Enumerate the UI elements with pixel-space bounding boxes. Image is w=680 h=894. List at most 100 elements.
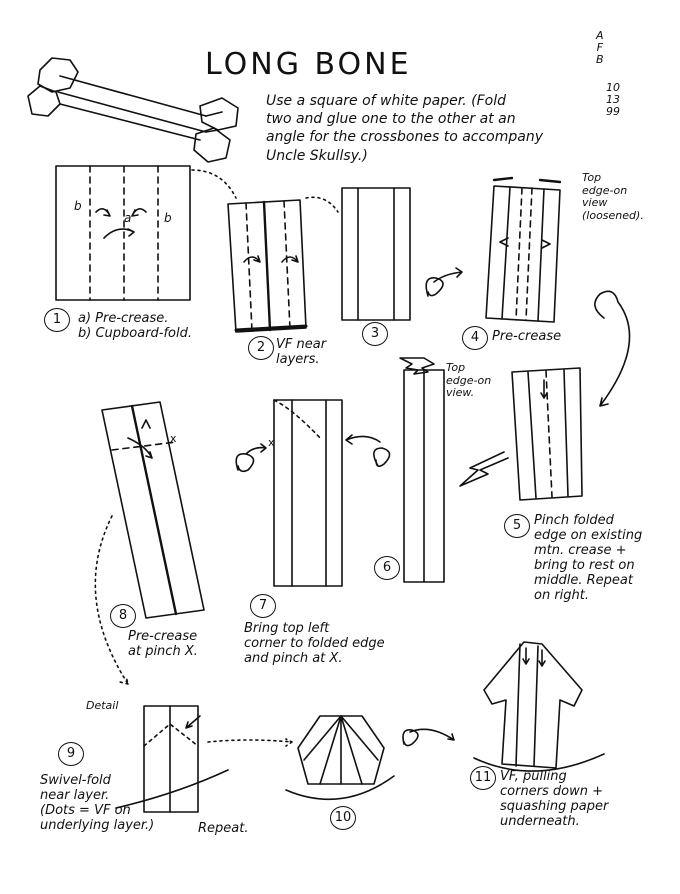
bone-shaft — [57, 75, 207, 141]
step-7-outline — [273, 399, 343, 587]
step-11-arrows — [522, 647, 546, 667]
step-9-outline — [143, 705, 199, 813]
step-4-folds — [501, 186, 545, 322]
intro-text: Use a square of white paper. (Fold two a… — [266, 93, 544, 164]
step-5-crease — [545, 370, 553, 498]
step-6-figure — [399, 357, 445, 583]
note-detail: Detail — [86, 699, 119, 712]
step-7-folds — [291, 399, 327, 587]
step-2-number: 2 — [248, 336, 274, 360]
step-8-arrows — [127, 419, 153, 459]
signature-date: 10 13 99 — [606, 81, 620, 119]
step-1-arrow-right — [131, 208, 147, 217]
step-9-arrow — [185, 715, 201, 729]
step-1-square — [55, 165, 191, 301]
label-x-step-7: x — [268, 436, 275, 449]
step-7-figure — [273, 399, 343, 587]
step-1-caption: a) Pre-crease. b) Cupboard-fold. — [78, 311, 193, 341]
step-10-number: 10 — [330, 806, 356, 830]
step-4-caption: Pre-crease — [492, 329, 562, 344]
note-top-edge-view: Top edge-on view. — [446, 361, 492, 400]
step-1-number: 1 — [44, 308, 70, 332]
turn-over-arrow-7 — [235, 443, 267, 473]
finished-bone-figure — [27, 57, 239, 163]
step-7-number: 7 — [250, 594, 276, 618]
step-9-figure — [115, 705, 229, 813]
step-11-outline — [483, 641, 583, 769]
step-4-figure — [485, 176, 562, 323]
step-8-figure — [101, 401, 205, 619]
step-11-curve — [473, 753, 605, 772]
step-5-number: 5 — [504, 514, 530, 538]
bone-end-right-top — [199, 97, 239, 131]
dotted-arrow-2-3 — [305, 196, 339, 213]
step-5-folds — [527, 369, 569, 499]
dotted-arrow-9-10 — [207, 738, 293, 747]
step-10-curve — [285, 775, 395, 801]
curved-arrow-4-5 — [594, 290, 631, 407]
step-8-number: 8 — [110, 604, 136, 628]
step-7-arrow — [273, 399, 323, 441]
dotted-arrow-8-9 — [94, 515, 129, 685]
step-8-outline — [101, 401, 205, 619]
step-11-figure — [473, 641, 605, 772]
step-1-figure — [55, 165, 191, 301]
step-2-arrow-left — [243, 255, 261, 263]
step-10-figure — [285, 715, 395, 801]
step-4-outline — [485, 185, 561, 323]
label-b-left: b — [74, 199, 82, 213]
note-repeat: Repeat. — [198, 821, 249, 836]
step-11-caption: VF, pulling corners down + squashing pap… — [500, 769, 609, 829]
step-8-caption: Pre-crease at pinch X. — [128, 629, 198, 659]
step-2-caption: VF near layers. — [276, 337, 327, 367]
step-5-outline — [511, 367, 583, 501]
bone-end-right-bottom — [193, 127, 231, 163]
step-10-pleats — [303, 715, 379, 785]
step-4-arrows — [499, 237, 551, 249]
step-3-number: 3 — [362, 322, 388, 346]
step-1-arrow-a — [103, 228, 135, 239]
turn-over-arrow-6 — [345, 434, 391, 468]
step-10-outline — [297, 715, 385, 785]
arrow-5-6 — [459, 451, 509, 487]
step-9-caption: Swivel-fold near layer. (Dots = VF on un… — [40, 773, 155, 833]
step-6-number: 6 — [374, 556, 400, 580]
step-9-number: 9 — [58, 742, 84, 766]
turn-over-arrow-3 — [425, 267, 463, 297]
step-3-outline — [341, 187, 411, 321]
step-9-curve — [115, 769, 229, 809]
dotted-arrow-1-2 — [191, 169, 237, 199]
step-1-arrow-left — [95, 208, 111, 217]
label-x-step-8: x — [170, 432, 177, 445]
step-4-creases — [515, 187, 533, 321]
step-7-caption: Bring top left corner to folded edge and… — [244, 621, 385, 666]
step-3-folds — [357, 187, 395, 321]
bone-shaft-join — [205, 111, 223, 133]
step-5-arrow — [540, 379, 548, 399]
step-5-figure — [511, 367, 583, 501]
step-2-bottom-edge — [234, 324, 308, 332]
step-3-figure — [341, 187, 411, 321]
step-9-swivel — [143, 723, 199, 747]
step-8-center — [130, 404, 178, 616]
step-4-number: 4 — [462, 326, 488, 350]
step-11-folds — [515, 643, 539, 767]
page-title: LONG BONE — [205, 47, 412, 82]
step-2-creases — [245, 200, 291, 332]
turn-over-arrow-10 — [402, 728, 455, 747]
step-1-creases — [89, 165, 159, 301]
step-6-top-edge-view — [399, 357, 435, 375]
note-top-edge-view-loosened: Top edge-on view (loosened). — [582, 171, 644, 222]
step-2-outline — [227, 199, 307, 333]
step-5-caption: Pinch folded edge on existing mtn. creas… — [534, 513, 643, 603]
label-a: a — [124, 211, 131, 225]
step-2-center — [262, 200, 272, 332]
step-2-arrow-right — [281, 255, 299, 263]
step-8-crease — [111, 441, 177, 451]
step-11-number: 11 — [470, 766, 496, 790]
step-4-top-edge-view — [492, 176, 562, 184]
label-b-right: b — [164, 211, 172, 225]
signature-initials: A F B — [596, 29, 604, 67]
